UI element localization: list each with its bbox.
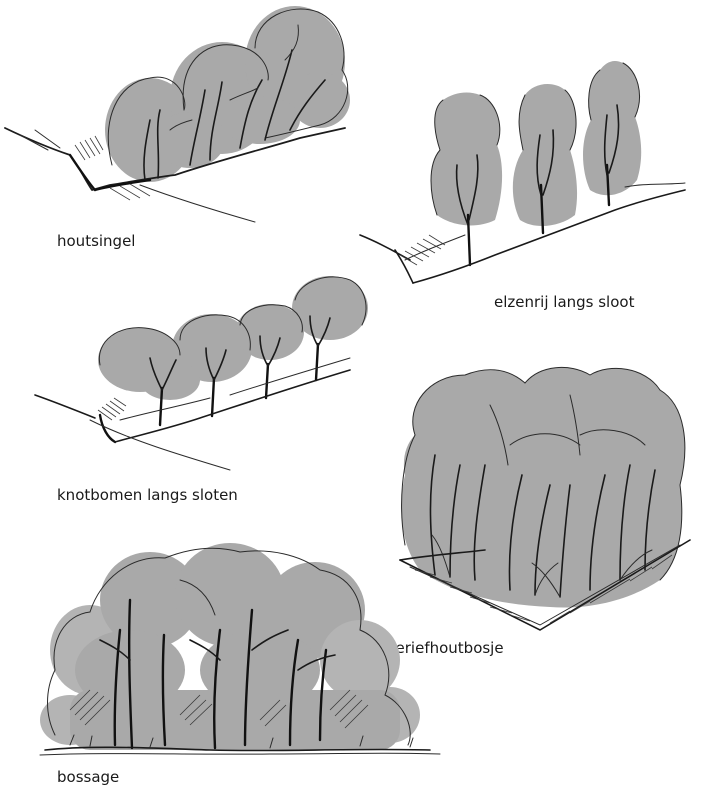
knotbomen-sketch xyxy=(30,270,380,480)
label-bossage: bossage xyxy=(57,768,119,786)
knotbomen-canopy xyxy=(98,276,368,400)
elzenrij-sketch xyxy=(355,55,695,285)
label-knotbomen: knotbomen langs sloten xyxy=(57,486,238,504)
houtsingel-sketch xyxy=(0,0,380,235)
bossage-canopy xyxy=(40,543,420,750)
label-elzenrij: elzenrij langs sloot xyxy=(494,293,634,311)
bossage-sketch xyxy=(30,540,450,770)
label-houtsingel: houtsingel xyxy=(57,232,135,250)
